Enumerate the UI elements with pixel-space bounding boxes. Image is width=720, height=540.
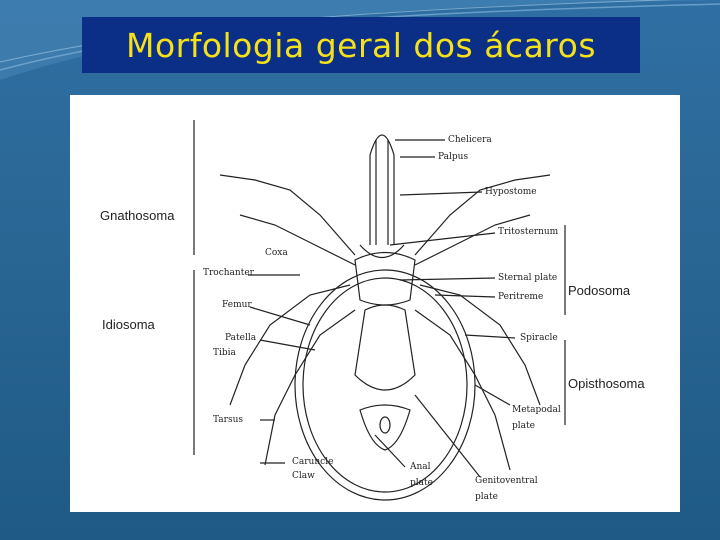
label-sternal-plate: Sternal plate [498, 273, 558, 283]
label-genitoventral-plate: plate [475, 492, 498, 502]
label-patella: Patella [225, 333, 257, 343]
label-caruncle: Caruncle [292, 457, 334, 467]
label-metapodal: Metapodal [512, 405, 561, 415]
title-box: Morfologia geral dos ácaros [82, 17, 640, 73]
region-gnathosoma: Gnathosoma [100, 208, 175, 223]
label-anal-plate: plate [410, 478, 433, 488]
label-peritreme: Peritreme [498, 292, 544, 302]
label-anal: Anal [410, 462, 431, 472]
label-hypostome: Hypostome [485, 187, 537, 197]
region-podosoma: Podosoma [568, 283, 631, 298]
label-metapodal-plate: plate [512, 421, 535, 431]
label-tibia: Tibia [213, 348, 236, 358]
label-trochanter: Trochanter [203, 268, 254, 278]
label-tritosternum: Tritosternum [498, 227, 559, 237]
label-palpus: Palpus [438, 152, 469, 162]
mite-drawing [193, 120, 566, 501]
label-spiracle: Spiracle [520, 333, 558, 343]
label-genitoventral: Genitoventral [475, 476, 538, 486]
label-tarsus: Tarsus [213, 415, 244, 425]
label-chelicera: Chelicera [448, 135, 492, 145]
region-opisthosoma: Opisthosoma [568, 376, 645, 391]
label-claw: Claw [292, 471, 315, 481]
label-femur: Femur [222, 300, 252, 310]
mite-diagram: Gnathosoma Idiosoma Podosoma Opisthosoma… [70, 95, 680, 512]
slide-title: Morfologia geral dos ácaros [125, 25, 597, 65]
region-idiosoma: Idiosoma [102, 317, 155, 332]
label-coxa: Coxa [265, 248, 288, 258]
